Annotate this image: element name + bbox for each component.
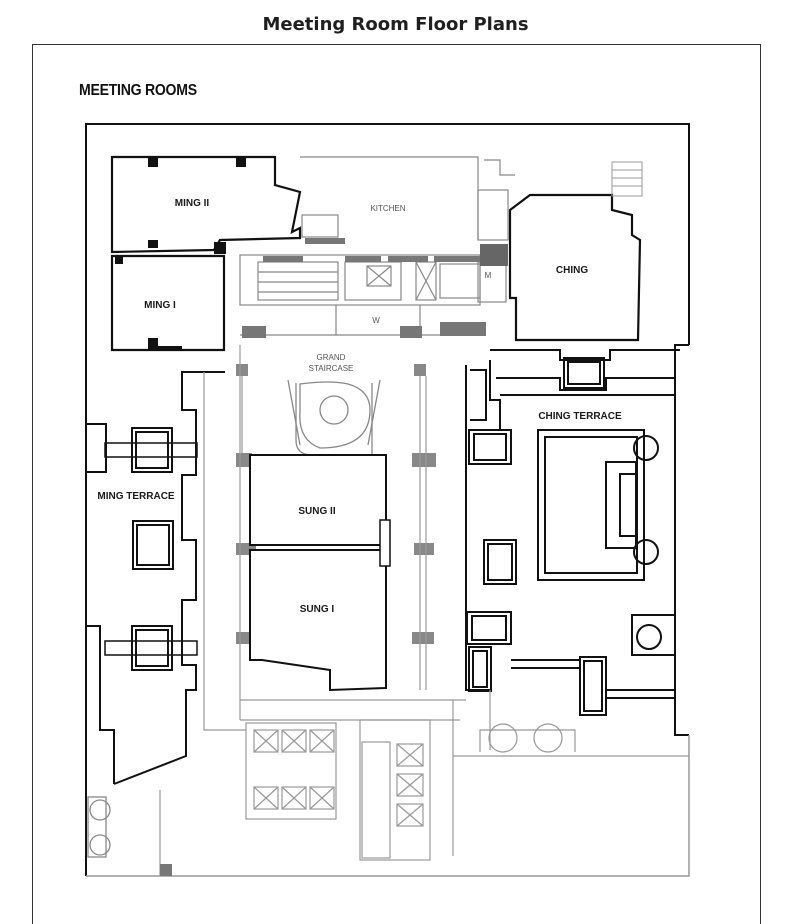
room-sung-i[interactable]: SUNG I: [249, 519, 391, 692]
wall-segment: [345, 256, 381, 262]
floor-plan-frame: [32, 44, 761, 924]
lower-service-area: [159, 345, 689, 876]
marker-w: W: [372, 316, 380, 325]
wall-segment: [305, 238, 345, 244]
column-marker: [160, 864, 172, 876]
lower-left-fixtures: [87, 796, 111, 858]
column-marker: [214, 242, 226, 254]
room-label-ching-terrace: CHING TERRACE: [538, 411, 622, 422]
room-kitchen: [239, 156, 515, 336]
room-label-ching: CHING: [556, 265, 588, 276]
column-marker: [440, 322, 486, 336]
marker-m: M: [485, 271, 492, 280]
grand-staircase: [287, 379, 381, 456]
room-sung-ii[interactable]: SUNG II: [249, 454, 387, 546]
section-title: MEETING ROOMS: [79, 82, 197, 99]
column-marker: [242, 326, 266, 338]
column-marker: [480, 244, 508, 266]
column-marker: [148, 157, 158, 167]
corridor-railing: [241, 376, 427, 690]
column-marker: [148, 338, 158, 346]
label-staircase: STAIRCASE: [309, 364, 354, 373]
wall-segment: [388, 256, 428, 262]
column-marker: [115, 256, 123, 264]
room-ming-ii[interactable]: MING II: [110, 155, 302, 254]
corridor-columns: [236, 364, 436, 644]
column-marker: [148, 240, 158, 248]
room-label-ming-i: MING I: [144, 300, 176, 311]
lower-outline: [86, 735, 690, 877]
room-label-sung-ii: SUNG II: [298, 506, 335, 517]
column-marker: [236, 157, 246, 167]
room-label-sung-i: SUNG I: [300, 604, 335, 615]
room-ching[interactable]: CHING: [508, 193, 642, 342]
room-ming-terrace[interactable]: [86, 371, 225, 785]
page-title: Meeting Room Floor Plans: [262, 14, 529, 35]
column-marker: [400, 326, 422, 338]
label-grand: GRAND: [317, 353, 346, 362]
partition: [379, 519, 391, 567]
room-ming-i[interactable]: MING I: [110, 254, 226, 352]
room-label-ming-terrace: MING TERRACE: [97, 491, 175, 502]
room-label-kitchen: KITCHEN: [370, 204, 405, 213]
room-label-ming-ii: MING II: [175, 198, 210, 209]
wall-segment: [148, 346, 182, 350]
stair-ching: [611, 161, 643, 197]
wall-segment: [434, 256, 480, 262]
wall-segment: [263, 256, 303, 262]
room-ching-terrace[interactable]: [465, 349, 680, 716]
